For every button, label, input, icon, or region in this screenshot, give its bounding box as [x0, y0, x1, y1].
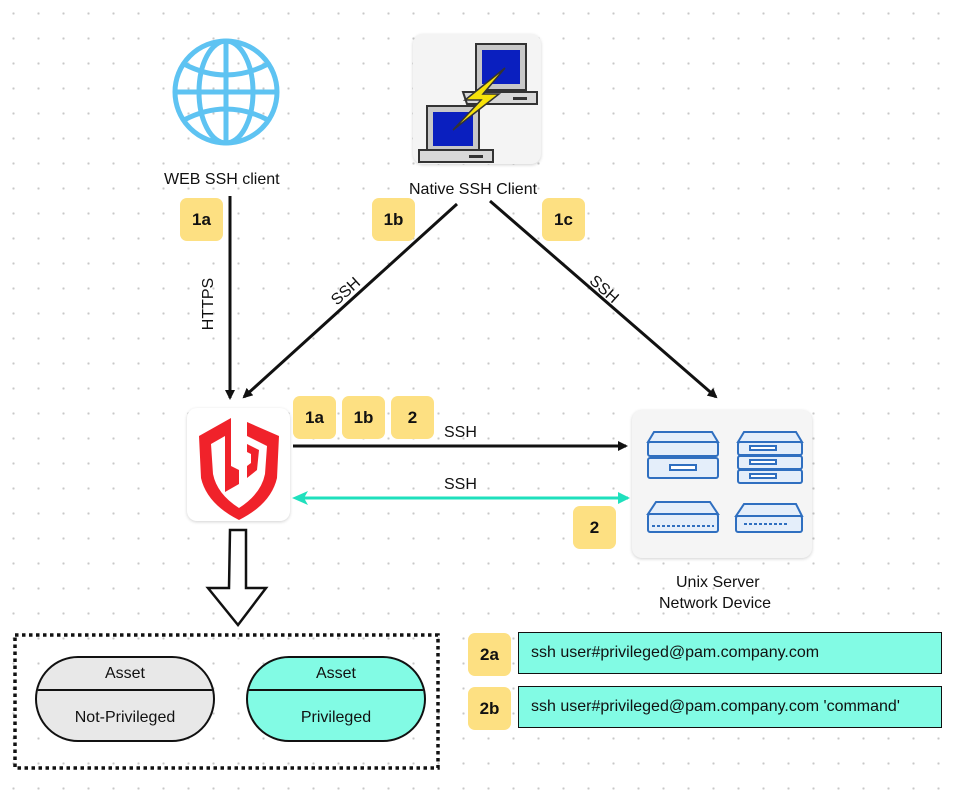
asset-privileged[interactable]: Asset Privileged	[246, 656, 426, 742]
command-2b: ssh user#privileged@pam.company.com 'com…	[518, 686, 942, 728]
target-label-line2: Network Device	[659, 595, 772, 612]
asset-group-frame	[13, 633, 440, 770]
step-badge-1a-pam: 1a	[293, 396, 336, 439]
asset-privileged-title: Asset	[248, 658, 424, 691]
web-ssh-client-label: WEB SSH client	[164, 171, 280, 188]
asset-privileged-value: Privileged	[300, 708, 372, 726]
step-badge-1b-native: 1b	[372, 198, 415, 241]
ssh-label-pam-to-target: SSH	[444, 424, 477, 441]
step-badge-2-pam: 2	[391, 396, 434, 439]
step-badge-2a: 2a	[468, 633, 511, 676]
return-arrowhead	[292, 491, 308, 505]
shield-logo-icon	[199, 418, 279, 520]
ssh-label-target-to-pam: SSH	[444, 476, 477, 493]
step-badge-2-target: 2	[573, 506, 616, 549]
step-badge-2b: 2b	[468, 687, 511, 730]
web-ssh-client-node[interactable]	[170, 36, 282, 148]
network-devices-icon	[646, 431, 804, 533]
native-ssh-client-node[interactable]	[413, 34, 541, 164]
hollow-down-arrow	[205, 528, 269, 628]
step-badge-1b-pam: 1b	[342, 396, 385, 439]
step-badge-1a-web: 1a	[180, 198, 223, 241]
target-device-node[interactable]	[632, 410, 812, 558]
asset-not-privileged-title: Asset	[37, 658, 213, 691]
pam-gateway-node[interactable]	[187, 408, 290, 521]
asset-not-privileged[interactable]: Asset Not-Privileged	[35, 656, 215, 742]
target-label-line1: Unix Server	[676, 574, 760, 591]
https-label: HTTPS	[200, 277, 218, 331]
native-ssh-client-label: Native SSH Client	[409, 181, 538, 198]
putty-terminal-icon	[418, 43, 538, 163]
globe-icon	[172, 38, 280, 146]
asset-not-privileged-value: Not-Privileged	[74, 708, 176, 726]
arrow-native-to-pam	[242, 202, 459, 399]
arrow-native-to-target	[489, 199, 718, 399]
command-2a: ssh user#privileged@pam.company.com	[518, 632, 942, 674]
step-badge-1c-native: 1c	[542, 198, 585, 241]
